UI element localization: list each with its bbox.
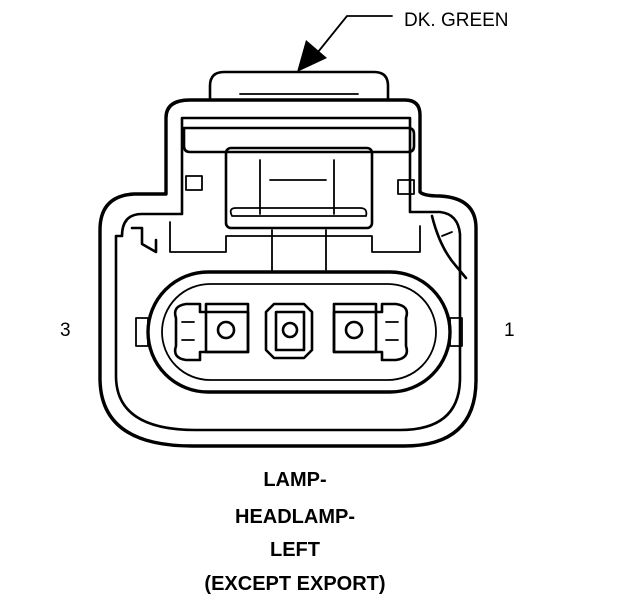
right-ramp-detail [441,231,453,237]
wire-color-callout: DK. GREEN [297,10,509,72]
right-notch [397,179,415,195]
pin-label-left: 3 [60,320,71,341]
latch-frame [182,126,416,154]
title-line-3: LEFT [270,539,320,561]
left-shoulder [169,221,421,253]
terminal-face-inner [161,283,437,381]
title-line-2: HEADLAMP- [235,506,355,528]
leader-arrowhead [297,40,327,72]
pin-label-right: 1 [504,320,515,341]
left-hook [130,226,158,254]
title-line-4: (EXCEPT EXPORT) [204,573,385,595]
terminal-cavity-1 [332,302,409,362]
terminal-cavity-2 [264,302,314,360]
left-key [135,317,149,347]
housing-inner [114,116,462,432]
locking-tab [208,70,390,102]
terminal-cavity-3 [173,302,250,362]
right-key [449,317,463,347]
latch-bottom-lip [229,207,368,217]
connector-body [98,70,478,448]
connector-title: LAMP- HEADLAMP- LEFT (EXCEPT EXPORT) [204,469,385,595]
latch-button [224,146,374,230]
wire-color-label: DK. GREEN [404,10,509,31]
left-notch [185,175,203,191]
title-line-1: LAMP- [263,469,326,491]
right-ramp [430,214,468,280]
leader-line [317,15,393,53]
housing-outer [98,98,478,448]
